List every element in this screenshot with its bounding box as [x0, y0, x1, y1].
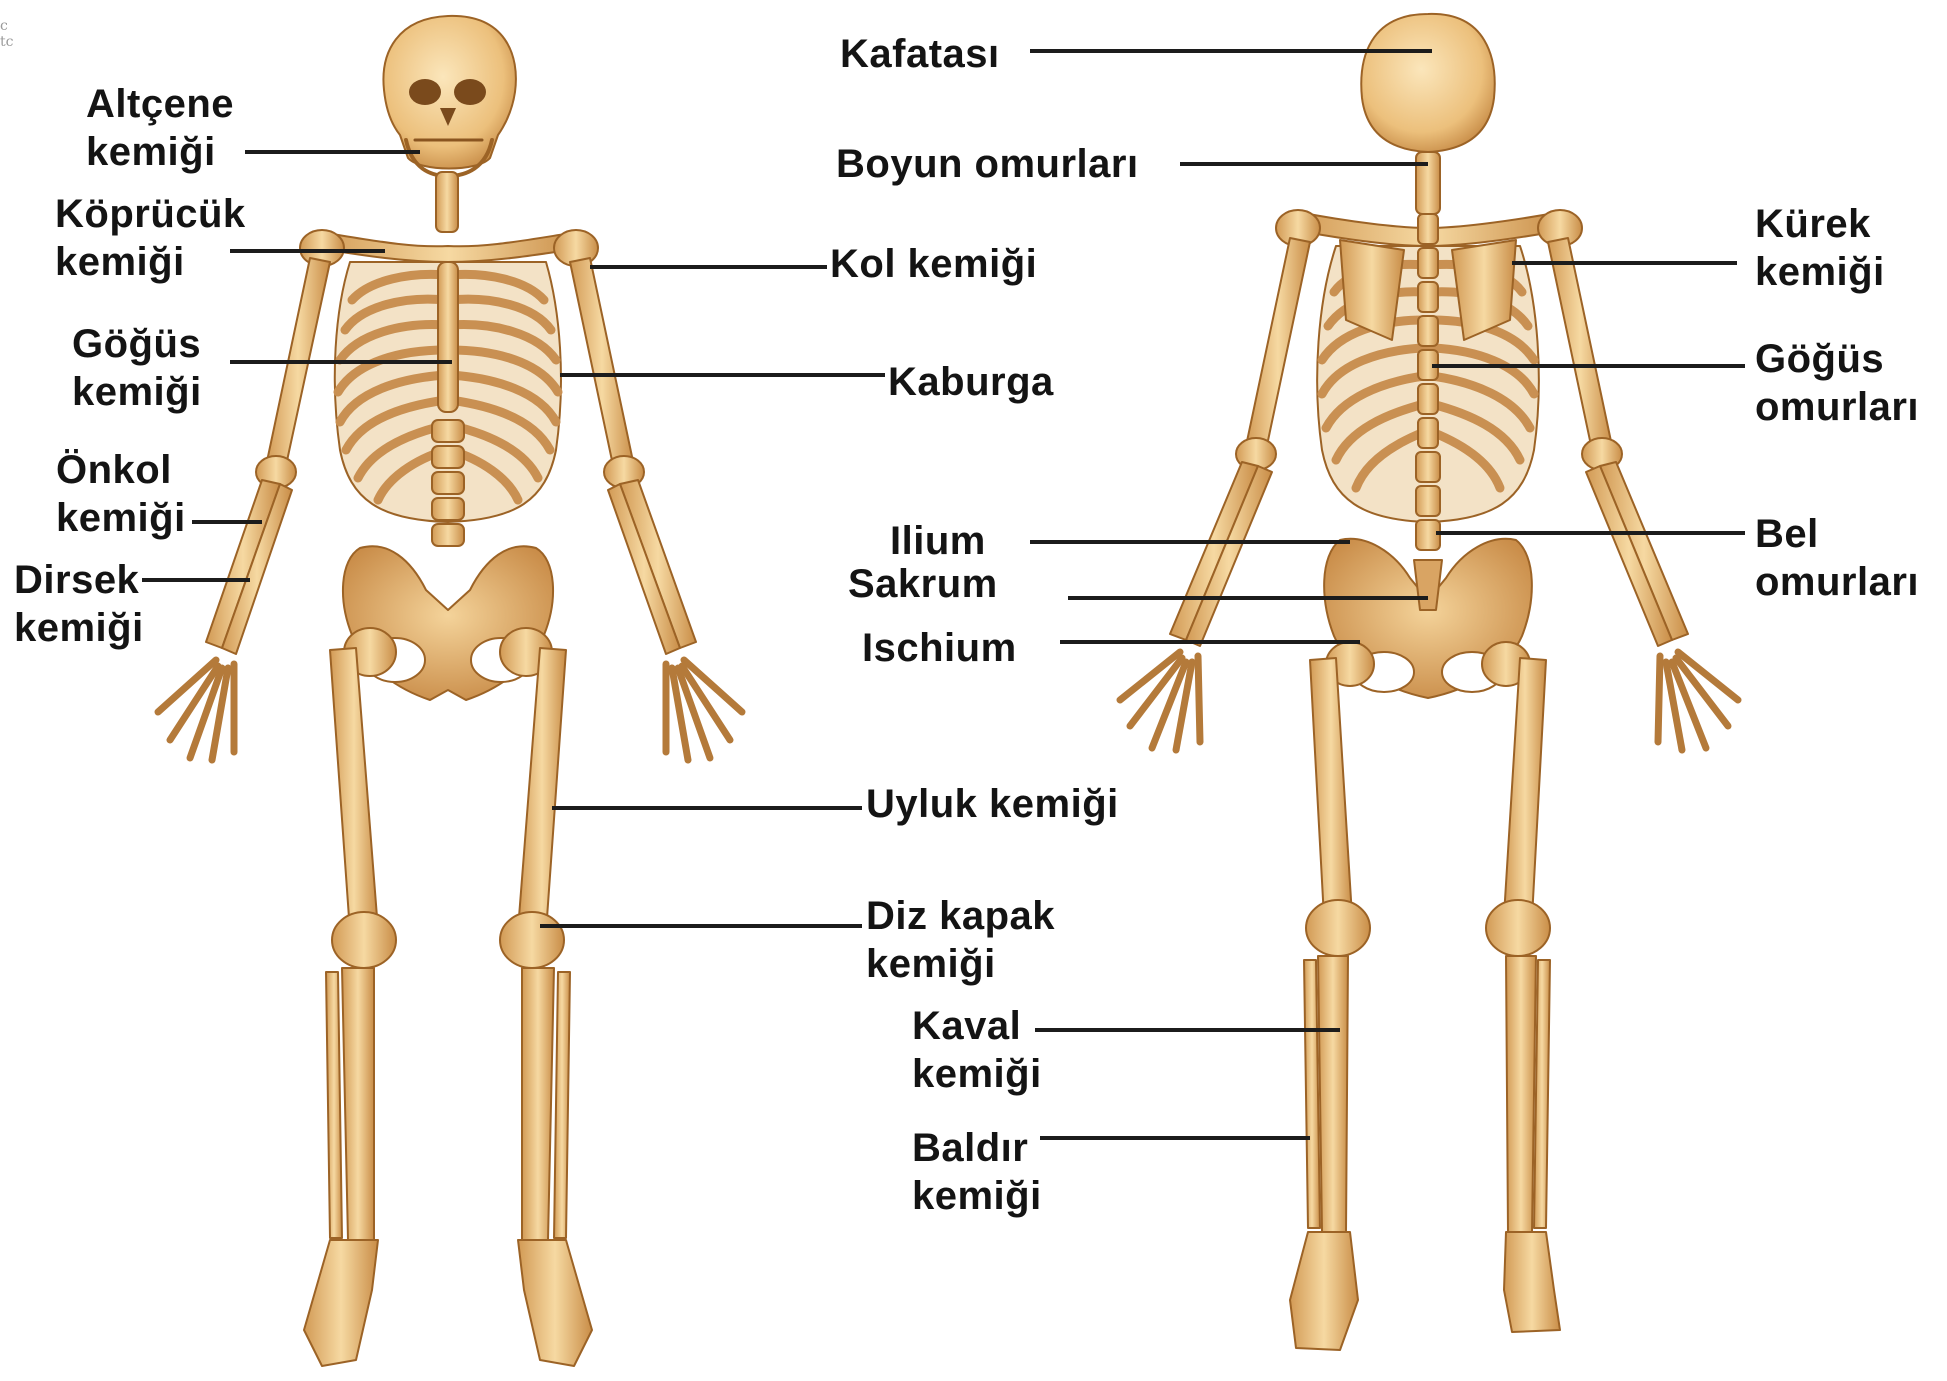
label-lumbar-line1: Bel	[1755, 510, 1919, 558]
label-jaw-line2: kemiği	[86, 128, 234, 176]
label-scapula: Kürek kemiği	[1755, 200, 1885, 296]
label-neck-text: Boyun omurları	[836, 140, 1139, 188]
back-humerus-right	[1548, 238, 1612, 450]
label-collarbone-line1: Köprücük	[55, 190, 246, 238]
front-skull	[383, 16, 515, 169]
front-tibia-left	[522, 968, 554, 1240]
front-lumbar-spine	[432, 420, 464, 546]
label-forearm-line2: kemiği	[56, 494, 186, 542]
back-foot-left	[1290, 1232, 1358, 1350]
label-fibula-line1: Baldır	[912, 1124, 1042, 1172]
front-tibia-right	[342, 968, 374, 1240]
label-elbow-bone: Dirsek kemiği	[14, 556, 144, 652]
front-sternum	[438, 262, 458, 412]
back-skull	[1361, 14, 1494, 152]
front-femur-right	[330, 648, 378, 932]
label-tibia: Kaval kemiği	[912, 1002, 1042, 1098]
back-knee-right	[1486, 900, 1550, 956]
label-collarbone: Köprücük kemiği	[55, 190, 246, 286]
label-ischium: Ischium	[862, 624, 1017, 672]
label-rib: Kaburga	[888, 358, 1054, 406]
label-fibula: Baldır kemiği	[912, 1124, 1042, 1220]
front-foot-right	[304, 1240, 378, 1366]
label-elbow-line1: Dirsek	[14, 556, 144, 604]
label-kneecap-line1: Diz kapak	[866, 892, 1055, 940]
front-hand-right	[158, 660, 234, 760]
front-femur-left	[518, 648, 566, 932]
label-ischium-text: Ischium	[862, 624, 1017, 672]
label-jaw-bone: Altçene kemiği	[86, 80, 234, 176]
back-tibia-right	[1506, 956, 1536, 1232]
front-humerus-left	[570, 258, 634, 470]
front-eye-socket-right	[454, 79, 486, 105]
label-forearm-line1: Önkol	[56, 446, 186, 494]
label-skull: Kafatası	[840, 30, 1000, 78]
back-fibula-right	[1534, 960, 1550, 1228]
label-sacrum-text: Sakrum	[848, 560, 998, 608]
label-femur-text: Uyluk kemiği	[866, 780, 1119, 828]
back-foot-right	[1504, 1232, 1560, 1332]
label-sternum-line1: Göğüs	[72, 320, 202, 368]
back-humerus-left	[1246, 238, 1310, 450]
label-neck-vertebrae: Boyun omurları	[836, 140, 1139, 188]
back-femur-right	[1504, 658, 1546, 918]
label-forearm: Önkol kemiği	[56, 446, 186, 542]
label-scapula-line1: Kürek	[1755, 200, 1885, 248]
label-lumbar-line2: omurları	[1755, 558, 1919, 606]
label-skull-text: Kafatası	[840, 30, 1000, 78]
front-clavicles	[316, 232, 582, 262]
label-kneecap: Diz kapak kemiği	[866, 892, 1055, 988]
front-knee-left	[500, 912, 564, 968]
label-rib-text: Kaburga	[888, 358, 1054, 406]
label-tibia-line2: kemiği	[912, 1050, 1042, 1098]
back-skeleton-illustration	[1120, 14, 1738, 1350]
label-thoracic-vertebrae: Göğüs omurları	[1755, 335, 1919, 431]
front-eye-socket-left	[409, 79, 441, 105]
back-fibula-left	[1304, 960, 1320, 1228]
label-scapula-line2: kemiği	[1755, 248, 1885, 296]
label-thoracic-line1: Göğüs	[1755, 335, 1919, 383]
label-arm-text: Kol kemiği	[830, 240, 1037, 288]
back-knee-left	[1306, 900, 1370, 956]
back-hand-left	[1120, 652, 1200, 750]
corner-mark-2: tc	[0, 34, 13, 50]
label-fibula-line2: kemiği	[912, 1172, 1042, 1220]
corner-marks: c tc	[0, 18, 13, 50]
label-kneecap-line2: kemiği	[866, 940, 1055, 988]
label-collarbone-line2: kemiği	[55, 238, 246, 286]
label-tibia-line1: Kaval	[912, 1002, 1042, 1050]
label-ilium: Ilium	[890, 517, 986, 565]
label-thoracic-line2: omurları	[1755, 383, 1919, 431]
front-foot-left	[518, 1240, 592, 1366]
label-ilium-text: Ilium	[890, 517, 986, 565]
front-hand-left	[666, 660, 742, 760]
label-sternum: Göğüs kemiği	[72, 320, 202, 416]
back-hand-right	[1658, 652, 1738, 750]
back-tibia-left	[1318, 956, 1348, 1232]
label-sacrum: Sakrum	[848, 560, 998, 608]
label-elbow-line2: kemiği	[14, 604, 144, 652]
label-jaw-line1: Altçene	[86, 80, 234, 128]
label-femur: Uyluk kemiği	[866, 780, 1119, 828]
label-arm-bone: Kol kemiği	[830, 240, 1037, 288]
corner-mark-1: c	[0, 18, 13, 34]
front-knee-right	[332, 912, 396, 968]
back-femur-left	[1310, 658, 1352, 918]
label-sternum-line2: kemiği	[72, 368, 202, 416]
label-lumbar-vertebrae: Bel omurları	[1755, 510, 1919, 606]
